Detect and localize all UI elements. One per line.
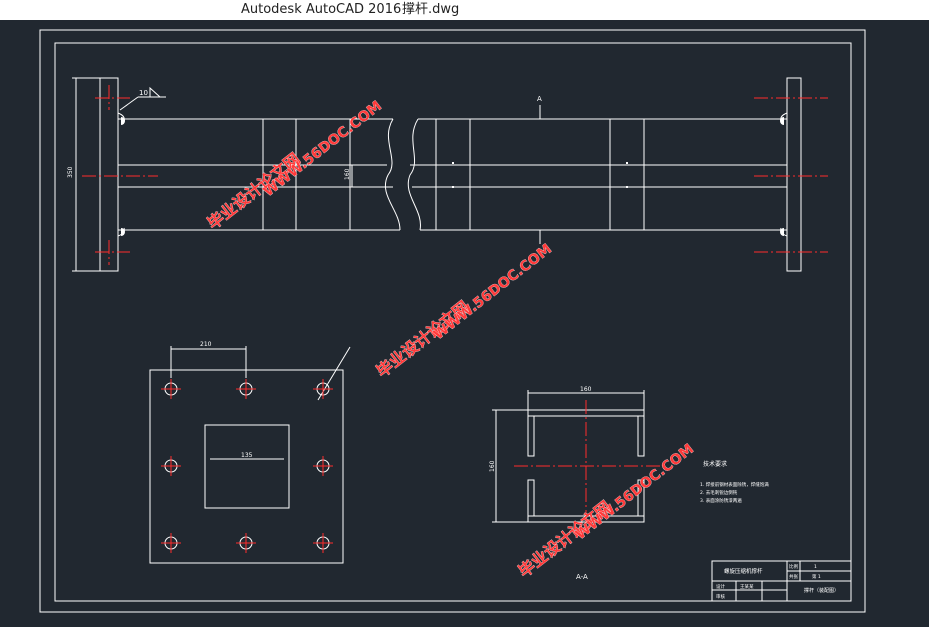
part-name: 撑杆（装配图） <box>804 587 839 594</box>
square-opening <box>204 424 290 509</box>
scale-value: 1 <box>814 564 817 570</box>
weld-size-label: 10 <box>139 89 148 97</box>
tech-requirement-item: 2. 去毛刺锐边倒钝 <box>700 489 738 496</box>
tech-requirement-item: 3. 表面涂防锈漆两遍 <box>700 497 742 504</box>
scale-label: 比例 <box>789 563 798 570</box>
app-title: Autodesk AutoCAD 2016 <box>241 2 402 17</box>
front-view[interactable] <box>72 77 802 272</box>
plate-view[interactable] <box>149 346 351 564</box>
designer-name: 王某某 <box>740 584 754 590</box>
checker-label: 审核 <box>716 593 725 600</box>
channel-width-dimension: 160 <box>580 386 592 393</box>
title-block[interactable] <box>711 560 852 602</box>
channel-height-dimension: 160 <box>489 460 496 472</box>
section-marker-a: A <box>537 95 542 103</box>
title-bar: Autodesk AutoCAD 2016 撑杆.dwg <box>0 0 929 20</box>
front-view-centerlines <box>82 85 828 265</box>
drawing-canvas[interactable]: 10 350 160 A 210 135 <box>0 20 929 627</box>
section-view-label: A-A <box>576 573 588 581</box>
tech-requirements: 技术要求 1. 焊接前钢材表面除锈，焊缝饱满 2. 去毛刺锐边倒钝 3. 表面涂… <box>700 460 769 504</box>
drawing-frame <box>39 29 866 613</box>
plate-height-dimension: 350 <box>67 166 74 178</box>
left-end-plate <box>99 77 119 272</box>
file-name: 撑杆.dwg <box>402 2 460 17</box>
front-view-markers <box>121 117 784 236</box>
plate-hole-centerlines <box>161 379 333 553</box>
designer-label: 设计 <box>716 583 725 590</box>
section-centerlines <box>514 400 660 530</box>
beam-height-dimension: 160 <box>344 168 351 180</box>
sheet-value: 第 1 <box>812 573 821 580</box>
tech-requirements-heading: 技术要求 <box>703 460 727 468</box>
right-end-plate <box>786 77 802 272</box>
opening-dimension: 135 <box>241 452 253 459</box>
drawing-name: 螺旋压缩机撑杆 <box>724 567 763 575</box>
tech-requirement-item: 1. 焊接前钢材表面除锈，焊缝饱满 <box>700 481 769 488</box>
hole-spacing-dimension: 210 <box>200 341 212 348</box>
sheet-label: 共张 <box>789 573 798 580</box>
title-block-text: 螺旋压缩机撑杆 比例 1 共张 第 1 设计 王某某 审核 撑杆（装配图） <box>716 563 839 600</box>
